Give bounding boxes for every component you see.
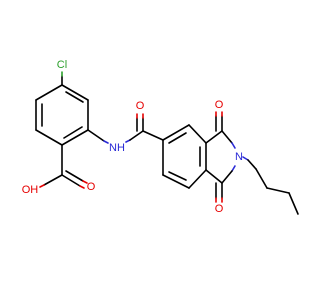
molecule-diagram: Cl OH O NH O O O N	[22, 59, 299, 215]
butyl-chain-bonds	[242, 156, 299, 215]
amide-nh-label: NH	[109, 142, 125, 154]
amide-bonds	[87, 113, 164, 144]
imide-bottom-oxygen-label: O	[215, 203, 224, 215]
imide-nitrogen-label: N	[235, 151, 243, 163]
left-ring-bonds	[35, 84, 89, 146]
imide-top-oxygen-label: O	[215, 99, 224, 111]
imide-carbonyl-bonds	[215, 111, 223, 203]
right-ring-bonds	[162, 124, 207, 189]
carboxyl-bonds	[39, 144, 88, 189]
amide-carbonyl-oxygen-label: O	[136, 100, 145, 112]
structure-drawing: Cl OH O NH O O O N	[22, 59, 299, 215]
imide-ring-bonds	[205, 130, 236, 184]
chlorine-label: Cl	[57, 59, 67, 71]
acid-carbonyl-oxygen-label: O	[87, 181, 96, 193]
hydroxyl-label: OH	[22, 184, 39, 196]
